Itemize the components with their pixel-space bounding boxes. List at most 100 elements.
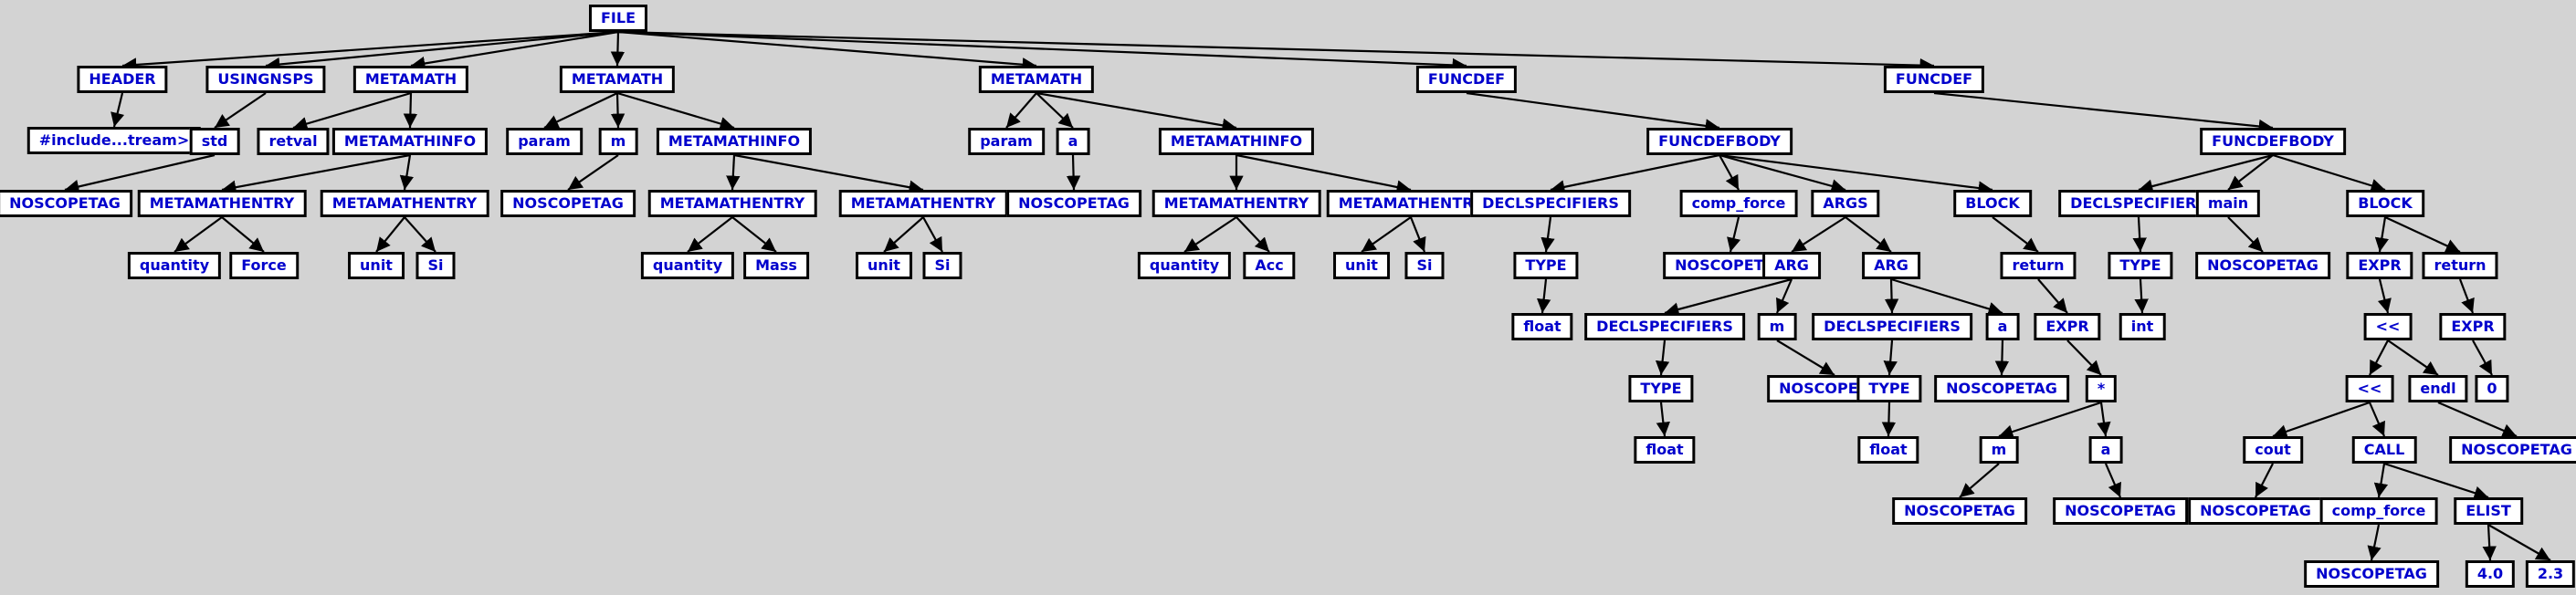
tree-edge — [2138, 153, 2274, 193]
tree-edge — [2383, 462, 2489, 500]
tree-node-2-3: 2.3 — [2525, 560, 2576, 588]
tree-edge — [2097, 402, 2111, 437]
tree-edge — [399, 154, 415, 191]
tree-node-arg: ARG — [1762, 252, 1821, 279]
tree-edge — [1005, 92, 1037, 129]
tree-node-shift-op: << — [2345, 375, 2394, 402]
tree-node-declspecifiers: DECLSPECIFIERS — [1584, 313, 1745, 340]
tree-node-unit: unit — [1333, 252, 1390, 279]
tree-node-mass: Mass — [743, 252, 809, 279]
tree-node-m: m — [1757, 313, 1797, 340]
tree-node-expr: EXPR — [2346, 252, 2413, 279]
tree-node-param: param — [968, 128, 1045, 155]
tree-node-block: BLOCK — [1953, 190, 2032, 217]
tree-edge — [1776, 339, 1835, 376]
tree-node-retval: retval — [257, 128, 330, 155]
tree-edge — [1775, 278, 1793, 314]
tree-node-a: a — [1985, 313, 2020, 340]
tree-edge — [1884, 278, 1899, 314]
tree-edge — [1036, 92, 1074, 129]
tree-edge — [1235, 216, 1270, 253]
tree-edge — [2255, 463, 2274, 498]
tree-node-funcdefbody: FUNCDEFBODY — [1646, 128, 1793, 155]
tree-node-metamathentry: METAMATHENTRY — [647, 190, 817, 217]
tree-edge — [2368, 402, 2386, 437]
tree-edge — [2132, 216, 2147, 253]
tree-node-shift-op: << — [2363, 313, 2413, 340]
tree-node-m: m — [1979, 436, 2019, 464]
tree-node-metamathinfo: METAMATHINFO — [656, 128, 813, 155]
tree-edge — [2066, 339, 2102, 376]
tree-node-comp-force: comp_force — [1679, 190, 1798, 217]
tree-edge — [2374, 216, 2390, 253]
tree-edge — [2227, 154, 2274, 191]
tree-node-metamathentry: METAMATHENTRY — [838, 190, 1008, 217]
tree-node-metamathinfo: METAMATHINFO — [331, 128, 489, 155]
tree-edge — [64, 153, 216, 194]
tree-edge — [110, 92, 125, 128]
tree-node-noscopetag: NOSCOPETAG — [2304, 560, 2439, 588]
tree-node-return: return — [2422, 252, 2498, 279]
tree-edge — [1994, 339, 2010, 376]
tree-node-float: float — [1511, 313, 1573, 340]
tree-node-type: TYPE — [2108, 252, 2173, 279]
tree-edge — [403, 92, 418, 129]
tree-node-expr: EXPR — [2034, 313, 2101, 340]
tree-edge — [1656, 402, 1671, 437]
tree-edge — [2272, 401, 2371, 439]
tree-node-type: TYPE — [1856, 375, 1922, 402]
tree-edge — [221, 216, 265, 253]
tree-node-elist: ELIST — [2454, 497, 2523, 525]
tree-edge — [292, 91, 412, 131]
tree-edge — [1845, 216, 1892, 253]
tree-node-type: TYPE — [1513, 252, 1579, 279]
tree-node-noscopetag: NOSCOPETAG — [2449, 436, 2576, 464]
tree-edge — [2487, 524, 2551, 561]
tree-edge — [2482, 524, 2497, 561]
tree-node-noscopetag: NOSCOPETAG — [2188, 497, 2323, 525]
tree-edge — [1791, 216, 1846, 253]
tree-node-declspecifiers: DECLSPECIFIERS — [1812, 313, 1972, 340]
tree-edge — [733, 153, 924, 194]
tree-node-metamathentry: METAMATHENTRY — [1326, 190, 1496, 217]
tree-node-noscopetag: NOSCOPETAG — [500, 190, 636, 217]
tree-edge — [1664, 277, 1793, 317]
tree-node-noscopetag: NOSCOPETAG — [1006, 190, 1141, 217]
tree-node-return: return — [2000, 252, 2077, 279]
tree-edge — [173, 216, 223, 253]
tree-node-quantity: quantity — [127, 252, 222, 279]
tree-edge — [543, 92, 618, 129]
tree-edge — [2272, 153, 2386, 193]
tree-node-force: Force — [229, 252, 299, 279]
tree-edge — [2472, 339, 2493, 376]
tree-node-args: ARGS — [1811, 190, 1880, 217]
tree-edge — [1719, 153, 1993, 195]
tree-node-0: 0 — [2475, 375, 2509, 402]
tree-edge — [1409, 216, 1426, 253]
tree-node-si: Si — [1404, 252, 1445, 279]
tree-node-block: BLOCK — [2346, 190, 2424, 217]
tree-node-quantity: quantity — [640, 252, 735, 279]
tree-node-main: main — [2195, 190, 2261, 217]
tree-edge — [1881, 402, 1897, 437]
tree-edge — [2458, 278, 2475, 314]
tree-edge — [1540, 216, 1555, 253]
tree-node-include-tream: #include...tream> — [26, 127, 202, 154]
tree-node-acc: Acc — [1243, 252, 1296, 279]
tree-edge — [2387, 339, 2439, 376]
tree-node-4-0: 4.0 — [2465, 560, 2516, 588]
tree-edge — [1890, 277, 2003, 316]
tree-edge — [2134, 278, 2149, 314]
tree-edge — [1361, 216, 1412, 253]
tree-edge — [610, 31, 626, 67]
tree-node-cout: cout — [2243, 436, 2303, 464]
tree-node-funcdef: FUNCDEF — [1415, 66, 1518, 93]
tree-edge — [610, 92, 626, 129]
tree-node-a: a — [2088, 436, 2123, 464]
tree-node-declspecifiers: DECLSPECIFIERS — [2058, 190, 2219, 217]
tree-node-funcdef: FUNCDEF — [1883, 66, 1985, 93]
tree-node-asterisk: * — [2085, 375, 2118, 402]
tree-node-noscopetag: NOSCOPETAG — [1934, 375, 2069, 402]
